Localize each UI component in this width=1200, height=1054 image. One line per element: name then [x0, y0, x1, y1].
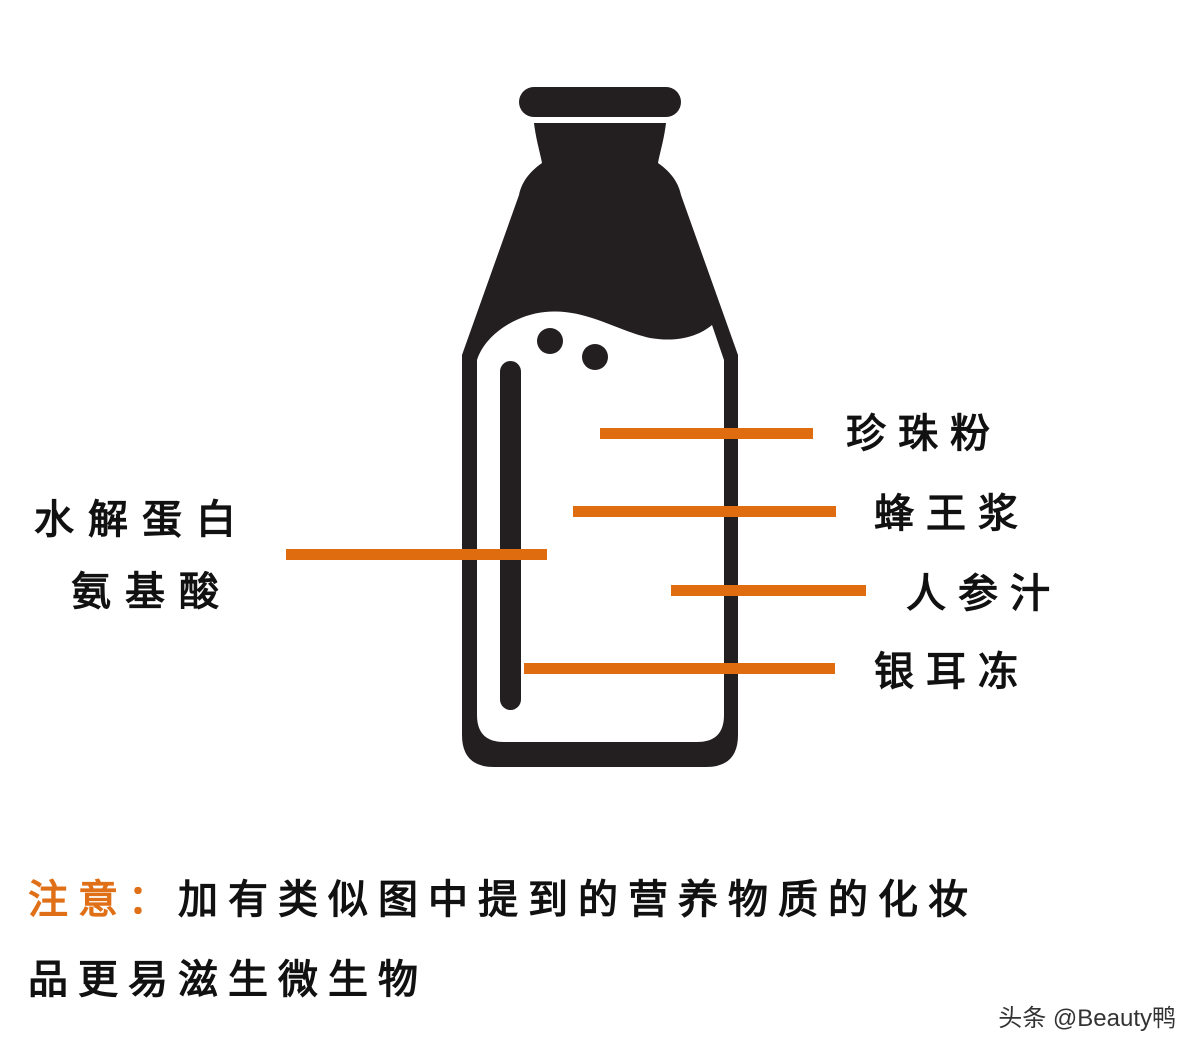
leader-line-3	[671, 585, 866, 596]
note-line2: 品更易滋生微生物	[28, 957, 428, 1003]
leader-line-1	[600, 428, 813, 439]
leader-line-left	[286, 549, 547, 560]
bubble-icon	[537, 328, 563, 354]
bottle-highlight-icon	[500, 361, 521, 710]
watermark: 头条 @Beauty鸭	[998, 1005, 1176, 1032]
label-pearl-powder: 珍珠粉	[846, 411, 1002, 457]
bottle-cap-icon	[519, 87, 681, 117]
label-hydrolyzed-protein: 水解蛋白	[34, 497, 250, 543]
label-royal-jelly: 蜂王浆	[874, 491, 1030, 537]
leader-line-4	[524, 663, 835, 674]
label-tremella-jelly: 银耳冻	[874, 649, 1030, 695]
note-text: 注意：加有类似图中提到的营养物质的化妆 品更易滋生微生物	[28, 860, 1178, 1020]
bottle-liquid-icon	[477, 311, 724, 742]
note-line1: 加有类似图中提到的营养物质的化妆	[178, 877, 978, 923]
leader-line-2	[573, 506, 836, 517]
note-prefix: 注意：	[28, 877, 178, 923]
label-ginseng-juice: 人参汁	[906, 571, 1062, 617]
bubble-icon	[582, 344, 608, 370]
label-amino-acid: 氨基酸	[71, 569, 233, 615]
